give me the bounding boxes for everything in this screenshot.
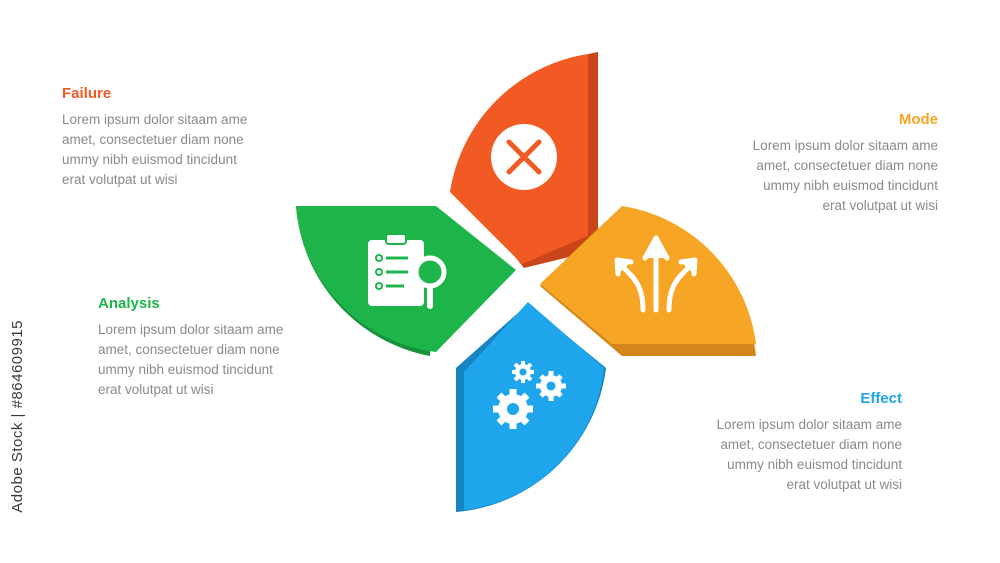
text-block-failure: Failure Lorem ipsum dolor sitaam ame ame… [62,85,302,190]
analysis-body: Lorem ipsum dolor sitaam ame amet, conse… [98,322,284,397]
clipboard-search-icon [368,233,447,309]
petal-effect-shape [464,302,604,510]
diverging-arrows-icon [614,235,698,313]
effect-body: Lorem ipsum dolor sitaam ame amet, conse… [716,417,902,492]
petal-mode [540,206,756,356]
failure-body: Lorem ipsum dolor sitaam ame amet, conse… [62,112,248,187]
text-block-effect: Effect Lorem ipsum dolor sitaam ame amet… [662,390,902,495]
gears-icon [493,361,566,429]
failure-title: Failure [62,85,112,102]
x-circle-icon [491,124,557,190]
petal-failure [450,52,598,268]
text-block-mode: Mode Lorem ipsum dolor sitaam ame amet, … [698,111,938,216]
petal-analysis [296,206,516,356]
mode-body: Lorem ipsum dolor sitaam ame amet, conse… [752,138,938,213]
mode-title: Mode [898,111,938,128]
text-block-analysis: Analysis Lorem ipsum dolor sitaam ame am… [98,295,338,400]
petal-effect [456,302,606,512]
petal-mode-shape [540,206,756,344]
effect-title: Effect [860,390,902,407]
stock-watermark: Adobe Stock | #864609915 [9,320,26,513]
analysis-title: Analysis [98,295,160,312]
